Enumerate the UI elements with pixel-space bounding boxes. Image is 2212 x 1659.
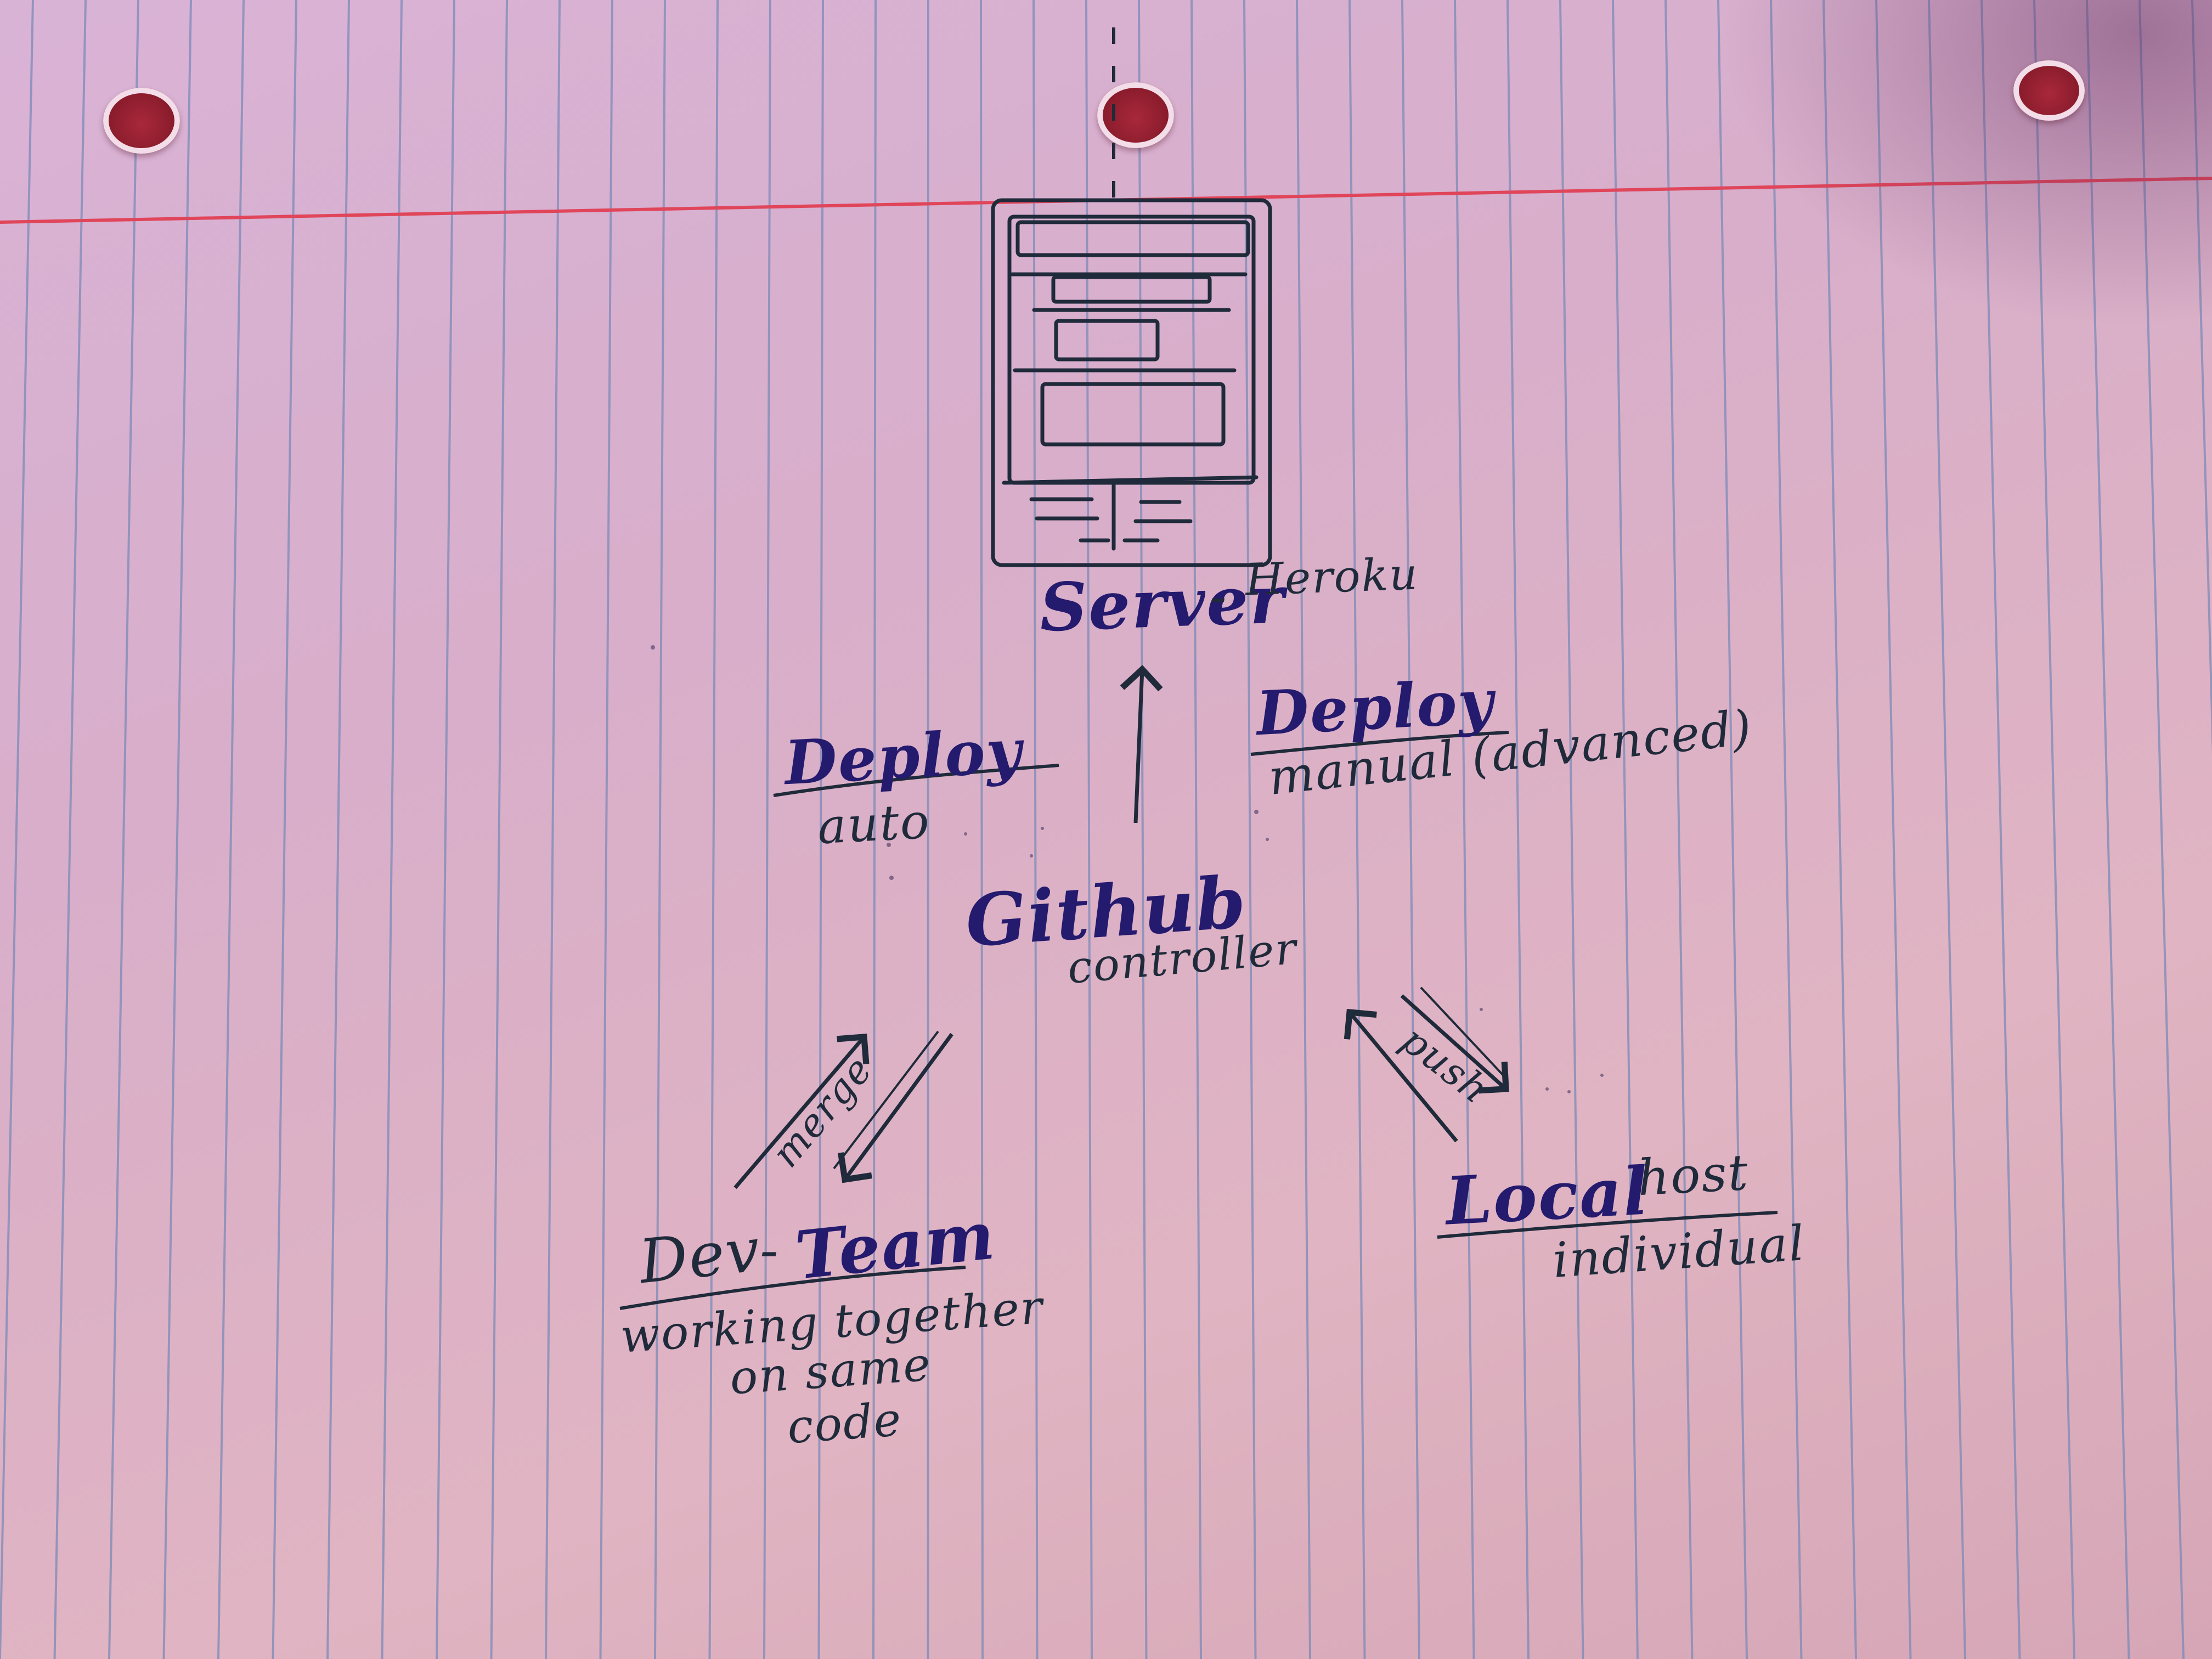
rule-line	[1875, 0, 1912, 1659]
localhost-underline	[1437, 1211, 1778, 1239]
rule-line	[1717, 0, 1748, 1659]
rule-line	[980, 0, 984, 1659]
rule-line	[0, 0, 34, 1659]
rule-line	[1980, 0, 2021, 1659]
browser-window-sketch-icon	[991, 198, 1272, 567]
rule-line	[763, 0, 771, 1659]
shadow-corner	[1718, 0, 2212, 329]
rule-line	[1559, 0, 1584, 1659]
rule-line	[2138, 0, 2185, 1659]
rule-line	[326, 0, 350, 1659]
merge-arrow-down	[838, 1032, 953, 1183]
deploy-auto-underline	[773, 764, 1059, 797]
rule-line	[2191, 0, 2212, 755]
ink-speckles	[651, 645, 1604, 1093]
binder-hole-center	[1097, 82, 1174, 148]
rule-line	[927, 0, 929, 1659]
rule-line	[1506, 0, 1530, 1659]
server-dash: -	[1210, 568, 1228, 625]
rule-line	[872, 0, 877, 1659]
deploy-auto-subtitle: auto	[816, 792, 932, 855]
github-to-server-arrow	[1120, 665, 1163, 823]
rule-line	[708, 0, 719, 1659]
rule-line	[1454, 0, 1475, 1659]
rule-line	[1822, 0, 1857, 1659]
rule-line	[1612, 0, 1639, 1659]
server-field-3	[1040, 382, 1226, 447]
rule-line	[490, 0, 508, 1659]
rule-line	[1928, 0, 1966, 1659]
dev-team-dash: -	[760, 1218, 780, 1282]
rule-line	[545, 0, 561, 1659]
rule-line	[1401, 0, 1420, 1659]
push-arrow-down	[1400, 994, 1509, 1094]
deploy-manual-underline	[1250, 731, 1509, 756]
dev-team-line3: code	[785, 1392, 904, 1454]
rule-line	[272, 0, 297, 1659]
server-frame-inner	[1007, 215, 1256, 485]
dev-team-underline	[619, 1266, 966, 1310]
server-frame-outer	[991, 198, 1272, 567]
server-footer-rule	[1002, 475, 1259, 485]
rule-line	[108, 0, 139, 1659]
rule-line	[53, 0, 87, 1659]
binder-hole-right	[2013, 60, 2085, 121]
rule-line	[1348, 0, 1366, 1659]
push-arrow-down-edge	[1420, 986, 1504, 1076]
server-field-2	[1054, 319, 1160, 362]
rule-line	[817, 0, 824, 1659]
rule-line	[1296, 0, 1311, 1659]
rule-line	[436, 0, 455, 1659]
rule-line	[162, 0, 192, 1659]
rule-line	[1032, 0, 1039, 1659]
dev-team-title-a: Dev	[635, 1214, 764, 1297]
server-field-1	[1051, 275, 1212, 304]
rule-line	[2033, 0, 2075, 1659]
server-subtitle: Heroku	[1244, 548, 1420, 606]
rule-line	[1243, 0, 1257, 1659]
deploy-auto-title: Deploy	[782, 715, 1024, 799]
server-header-box	[1015, 220, 1250, 257]
merge-arrow-up	[733, 1033, 870, 1189]
rule-line	[1770, 0, 1803, 1659]
localhost-title-suffix: host	[1636, 1143, 1751, 1207]
merge-arrow-down-edge	[833, 1030, 939, 1170]
rule-line	[217, 0, 245, 1659]
push-arrow-up	[1344, 1008, 1458, 1143]
binder-hole-left	[103, 88, 180, 154]
rule-line	[1664, 0, 1694, 1659]
rule-line	[381, 0, 403, 1659]
rule-line	[654, 0, 666, 1659]
rule-line	[599, 0, 613, 1659]
rule-line	[2086, 0, 2130, 1659]
